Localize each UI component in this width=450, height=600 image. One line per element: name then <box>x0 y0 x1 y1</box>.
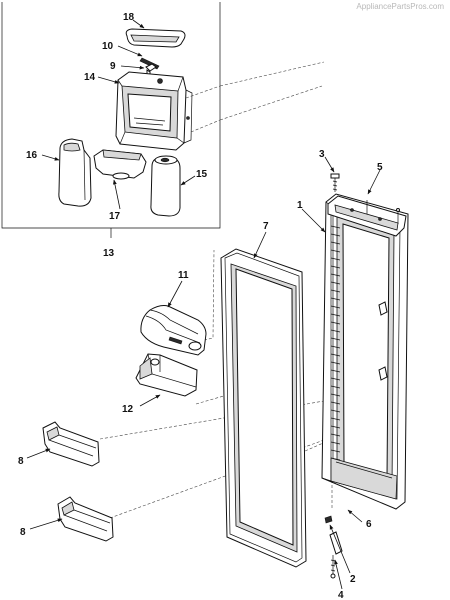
part-8-upper-bin <box>42 421 100 467</box>
door-liner-ribs <box>330 225 341 461</box>
callout-4: 4 <box>338 590 344 600</box>
part-1-door-liner <box>321 193 409 510</box>
callout-9: 9 <box>110 61 116 72</box>
callout-13: 13 <box>103 248 115 259</box>
part-16-left-bin <box>58 138 92 207</box>
callout-8-upper: 8 <box>18 456 24 467</box>
part-2-bushing <box>324 515 333 524</box>
callout-14: 14 <box>84 72 96 83</box>
callout-17: 17 <box>109 211 121 222</box>
part-11-bin <box>140 305 207 356</box>
part-7-gasket <box>220 248 307 568</box>
callout-2: 2 <box>350 574 356 585</box>
watermark-text: AppliancePartsPros.com <box>356 2 444 11</box>
part-8-lower-bin <box>57 496 114 542</box>
callout-8-lower: 8 <box>20 527 26 538</box>
callout-5: 5 <box>377 162 383 173</box>
callout-labels: 18 10 9 14 16 17 15 13 7 1 3 5 11 12 8 8… <box>18 12 383 600</box>
part-17-cup <box>93 149 147 180</box>
callout-16: 16 <box>26 150 38 161</box>
callout-18: 18 <box>123 12 135 23</box>
callout-7: 7 <box>263 221 269 232</box>
callout-12: 12 <box>122 404 134 415</box>
callout-10: 10 <box>102 41 114 52</box>
part-14-housing <box>115 71 193 151</box>
callout-11: 11 <box>178 270 189 281</box>
callout-15: 15 <box>196 169 208 180</box>
part-3-screw <box>330 173 340 192</box>
part-4-hinge-pin <box>329 531 343 579</box>
callout-1: 1 <box>297 200 303 211</box>
part-12-shelf-bin <box>135 353 198 397</box>
part-18-lid <box>125 28 186 48</box>
dispenser-assembly-box <box>1 2 221 238</box>
callout-3: 3 <box>319 149 325 160</box>
callout-6: 6 <box>366 519 372 530</box>
leader-lines <box>26 19 381 590</box>
part-15-right-bin <box>150 155 181 217</box>
part-5-top-cap <box>327 195 407 237</box>
